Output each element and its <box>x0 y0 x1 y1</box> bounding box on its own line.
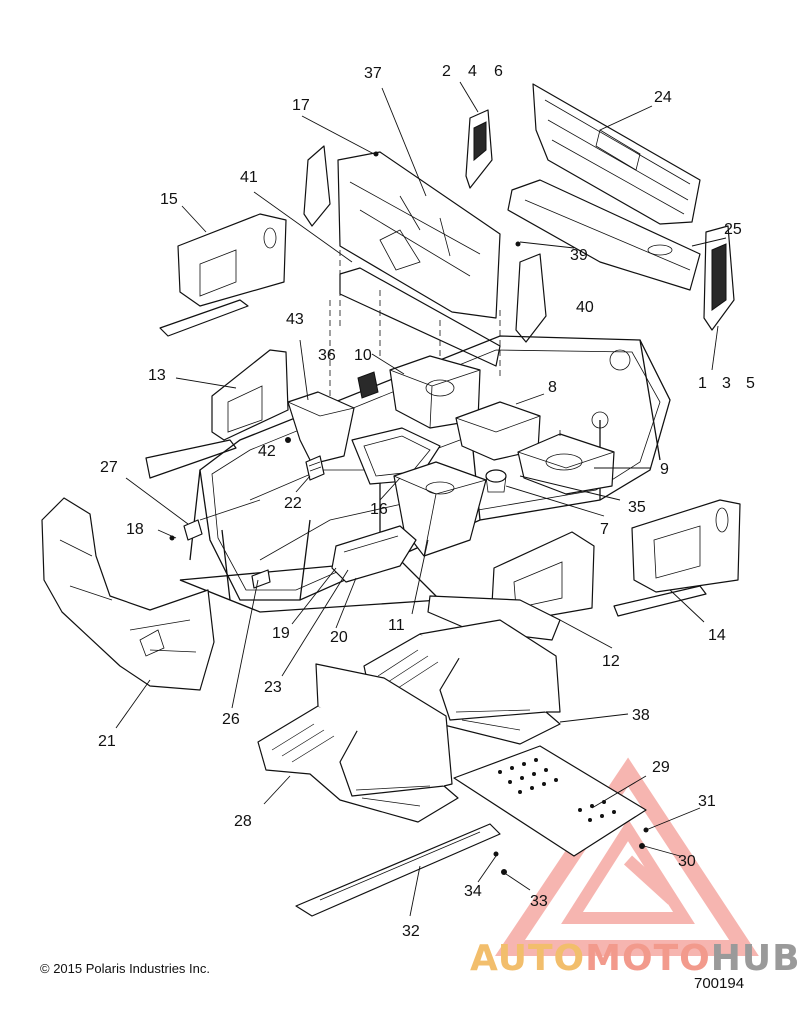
callout-36: 36 <box>318 347 336 364</box>
callout-17: 17 <box>292 97 310 114</box>
floor-pan-28 <box>257 663 459 823</box>
callout-29: 29 <box>652 759 670 776</box>
callout-6: 6 <box>494 63 503 80</box>
watermark-moto: MOTO <box>585 938 711 979</box>
panel-12 <box>427 531 595 641</box>
rear-bulkhead-panel-24 <box>532 83 701 225</box>
callout-34: 34 <box>464 883 482 900</box>
watermark-hub: HUB <box>710 938 800 979</box>
callout-3: 3 <box>722 375 731 392</box>
side-panel-13 <box>145 349 289 479</box>
callout-1: 1 <box>698 375 707 392</box>
watermark-text: AUTOMOTOHUB <box>470 938 800 979</box>
callout-2: 2 <box>442 63 451 80</box>
rock-rail-32 <box>295 823 501 917</box>
callout-27: 27 <box>100 459 118 476</box>
callout-23: 23 <box>264 679 282 696</box>
callout-15: 15 <box>160 191 178 208</box>
watermark-auto: AUTO <box>470 938 586 979</box>
callout-labels: 1 2 3 4 5 6 7 8 9 10 11 12 13 14 15 16 1… <box>98 63 755 940</box>
callout-20: 20 <box>330 629 348 646</box>
clip-36 <box>357 371 379 399</box>
watermark-logo <box>495 757 759 956</box>
storage-bin-9 <box>517 433 615 495</box>
callout-37: 37 <box>364 65 382 82</box>
callout-24: 24 <box>654 89 672 106</box>
center-console-20 <box>331 525 417 583</box>
bracket-26-27 <box>183 519 271 589</box>
callout-10: 10 <box>354 347 372 364</box>
front-wheel-well-panel-21 <box>41 497 215 691</box>
callout-31: 31 <box>698 793 716 810</box>
callout-39: 39 <box>570 247 588 264</box>
storage-bin-43 <box>287 391 355 465</box>
bracket-22 <box>305 455 325 481</box>
assembly-lines <box>329 240 561 440</box>
callout-26: 26 <box>222 711 240 728</box>
copyright-notice: © 2015 Polaris Industries Inc. <box>40 961 210 976</box>
callout-7: 7 <box>600 521 609 538</box>
callout-35: 35 <box>628 499 646 516</box>
callout-33: 33 <box>530 893 548 910</box>
side-trim-panel-39-40 <box>515 253 547 343</box>
fastener-42 <box>285 437 291 443</box>
callout-12: 12 <box>602 653 620 670</box>
callout-42: 42 <box>258 443 276 460</box>
callout-11: 11 <box>388 617 405 634</box>
callout-18: 18 <box>126 521 144 538</box>
callout-16: 16 <box>370 501 388 518</box>
callout-19: 19 <box>272 625 290 642</box>
callout-13: 13 <box>148 367 166 384</box>
callout-32: 32 <box>402 923 420 940</box>
callout-41: 41 <box>240 169 258 186</box>
callout-22: 22 <box>284 495 302 512</box>
callout-4: 4 <box>468 63 477 80</box>
drawing-number: 700194 <box>694 975 745 992</box>
leader-lines <box>115 81 727 917</box>
callout-14: 14 <box>708 627 726 644</box>
trim-panel-17-left <box>303 145 331 227</box>
callout-5: 5 <box>746 375 755 392</box>
floor-pan-38 <box>363 619 561 745</box>
side-panel-15 <box>159 213 287 337</box>
side-trim-panel-2-4-6 <box>465 109 493 189</box>
callout-43: 43 <box>286 311 304 328</box>
callout-30: 30 <box>678 853 696 870</box>
callout-21: 21 <box>98 733 116 750</box>
callout-38: 38 <box>632 707 650 724</box>
side-trim-panel-1-3-5 <box>703 225 735 331</box>
callout-25: 25 <box>724 221 742 238</box>
callout-28: 28 <box>234 813 252 830</box>
callout-8: 8 <box>548 379 557 396</box>
lower-rear-panel-25 <box>507 179 701 291</box>
callout-40: 40 <box>576 299 594 316</box>
cup-holder-35 <box>485 469 507 493</box>
callout-9: 9 <box>660 461 669 478</box>
side-panel-14 <box>613 499 741 617</box>
